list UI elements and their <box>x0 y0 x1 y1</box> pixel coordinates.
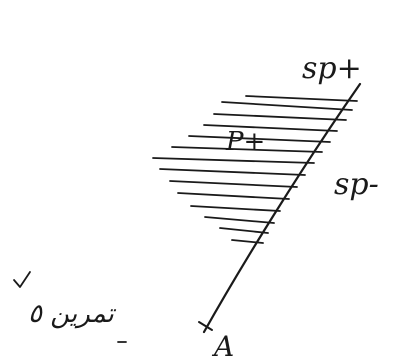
check-mark-icon <box>13 271 31 288</box>
hatching <box>152 95 358 244</box>
hatch-line <box>203 124 338 132</box>
hatch-line <box>159 168 306 176</box>
label-point-a: A <box>211 330 234 361</box>
hatch-line <box>204 216 275 224</box>
point-a-tick <box>198 321 213 331</box>
label-sp-minus: sp- <box>334 167 379 202</box>
label-p-plus: P+ <box>225 127 265 157</box>
label-sp-plus: sp+ <box>302 51 362 86</box>
hatch-line <box>219 227 269 234</box>
hatch-line <box>152 157 315 164</box>
hatch-line <box>221 101 353 111</box>
boundary-line <box>202 82 362 334</box>
hatch-line <box>245 95 358 102</box>
caption-arabic: تمرين ٥ <box>28 299 117 329</box>
hatch-line <box>213 113 347 121</box>
hatch-line <box>190 205 281 212</box>
hatch-line <box>171 146 323 153</box>
hatch-line <box>177 192 290 200</box>
hatch-line <box>169 180 298 188</box>
hatch-line <box>188 135 331 143</box>
hatch-line <box>231 239 264 244</box>
